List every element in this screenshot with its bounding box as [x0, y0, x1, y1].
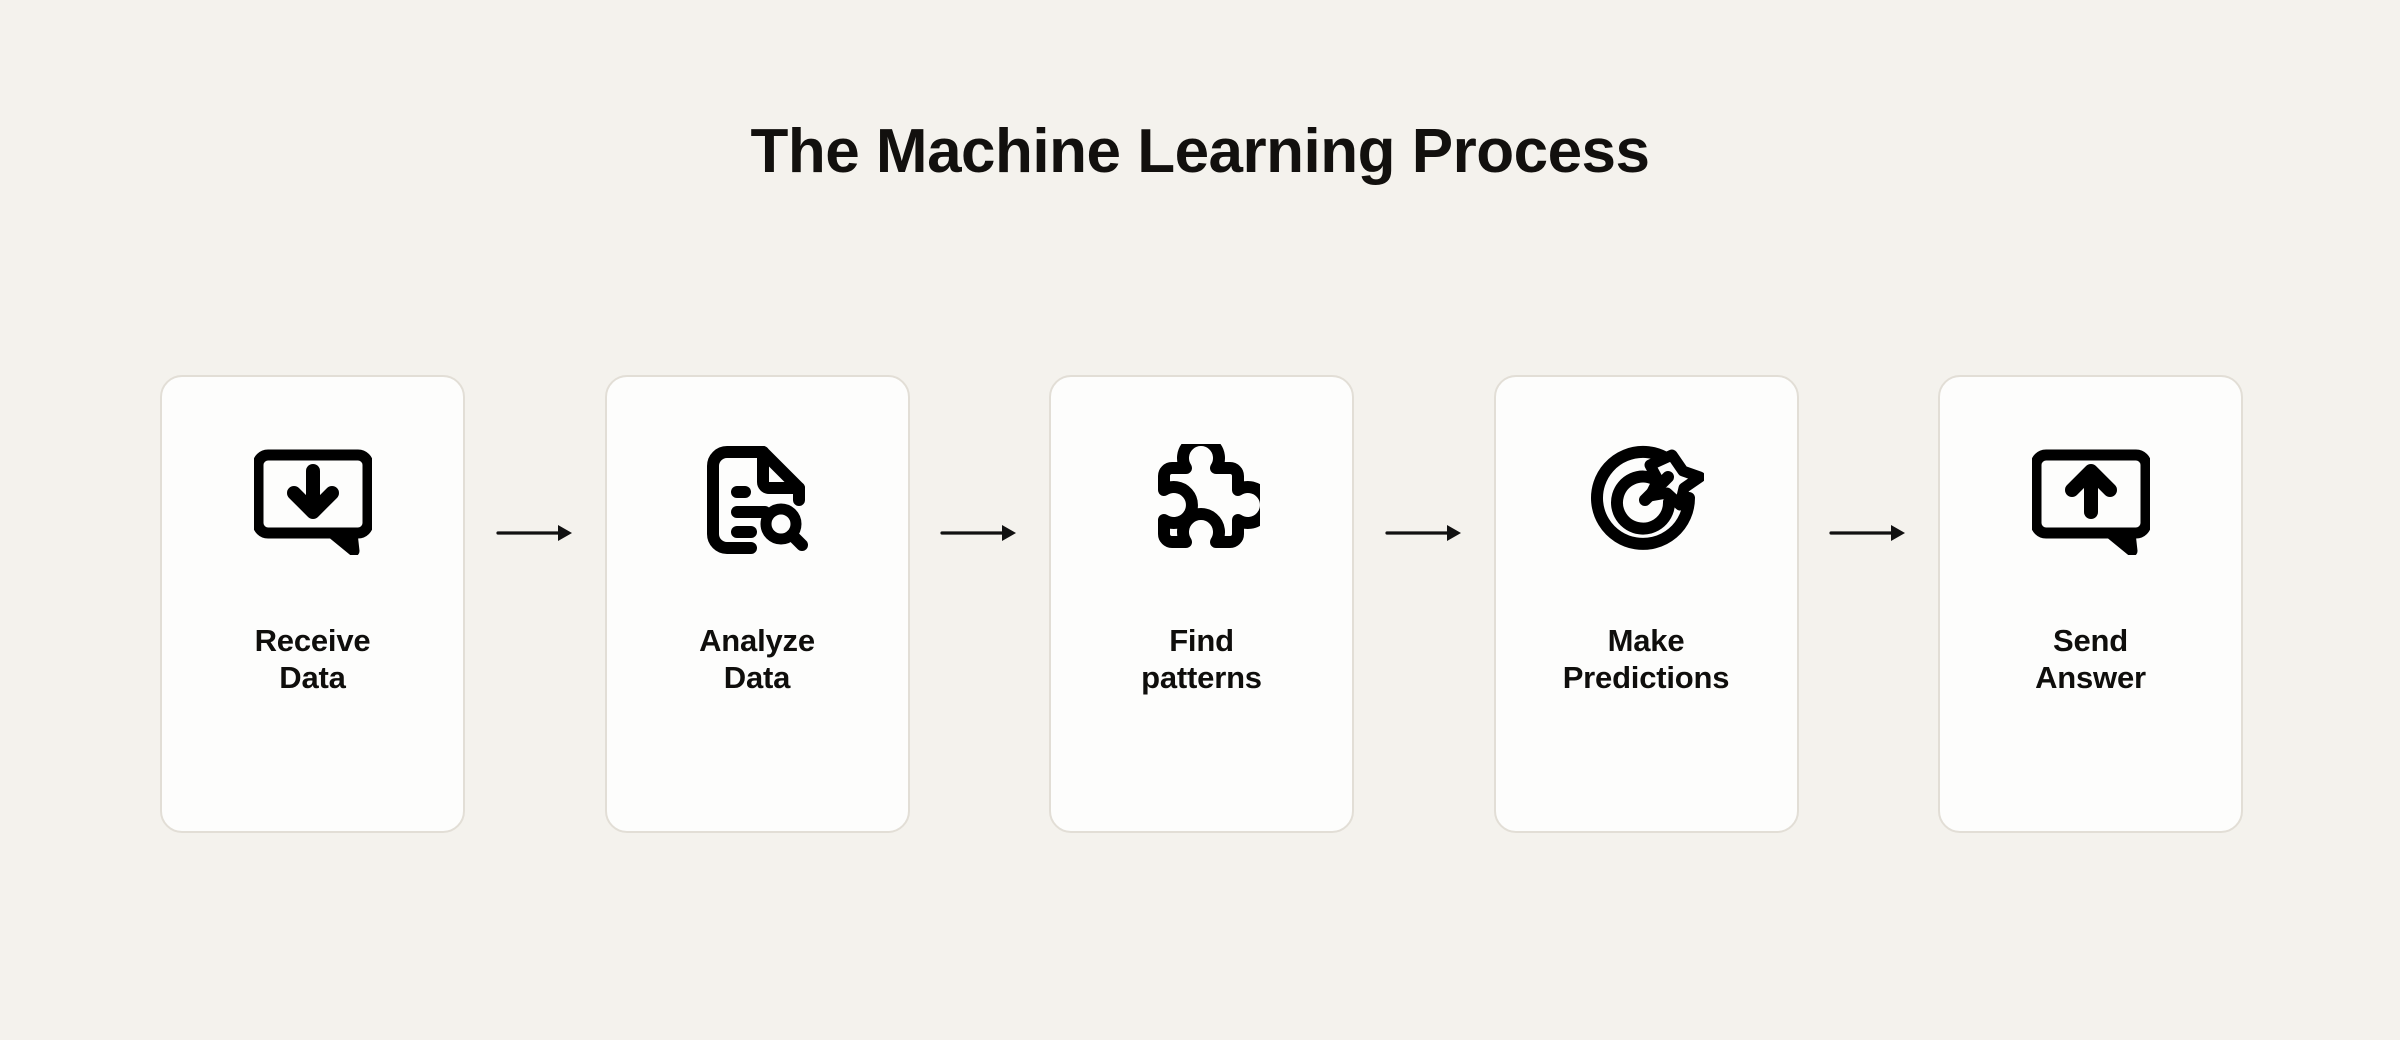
- arrow-right-icon: [496, 525, 572, 541]
- step-label-line-1: Find: [1169, 623, 1234, 658]
- flow-connector-2: [910, 375, 1049, 833]
- process-step-card-1[interactable]: Receive Data: [160, 375, 465, 833]
- step-label-line-2: Predictions: [1562, 660, 1730, 696]
- step-label-line-2: Data: [279, 660, 346, 696]
- flow-connector-3: [1354, 375, 1493, 833]
- step-label-line-1: Make: [1607, 623, 1685, 658]
- step-label-line-1: Send: [2053, 623, 2128, 658]
- process-step-card-5[interactable]: Send Answer: [1938, 375, 2243, 833]
- speech-bubble-upload-icon: [1940, 440, 2241, 560]
- page-title: The Machine Learning Process: [750, 117, 1650, 186]
- process-step-card-2[interactable]: Analyze Data: [604, 375, 910, 833]
- step-label-line-1: Receive: [254, 623, 371, 658]
- puzzle-piece-icon: [1051, 440, 1352, 560]
- process-step-label-1: Receive Data: [162, 622, 463, 696]
- process-step-label-3: Find patterns: [1051, 622, 1352, 696]
- flow-connector-4: [1799, 375, 1938, 833]
- process-step-card-4[interactable]: Make Predictions: [1493, 375, 1799, 833]
- process-step-label-5: Send Answer: [1940, 622, 2241, 696]
- arrow-right-icon: [940, 525, 1017, 541]
- target-sparkle-icon: [1496, 440, 1797, 560]
- arrow-right-icon: [1385, 525, 1461, 541]
- step-label-line-2: patterns: [1141, 660, 1262, 696]
- process-flow: Receive Data: [160, 375, 2243, 835]
- flow-connector-1: [465, 375, 604, 833]
- speech-bubble-download-icon: [162, 440, 463, 560]
- step-label-line-2: Data: [723, 660, 791, 696]
- step-label-line-2: Answer: [2035, 660, 2146, 696]
- arrow-right-icon: [1829, 525, 1906, 541]
- document-search-icon: [607, 440, 908, 560]
- step-label-line-1: Analyze: [699, 623, 815, 658]
- process-step-card-3[interactable]: Find patterns: [1049, 375, 1354, 833]
- process-step-label-4: Make Predictions: [1496, 622, 1797, 696]
- process-step-label-2: Analyze Data: [607, 622, 908, 696]
